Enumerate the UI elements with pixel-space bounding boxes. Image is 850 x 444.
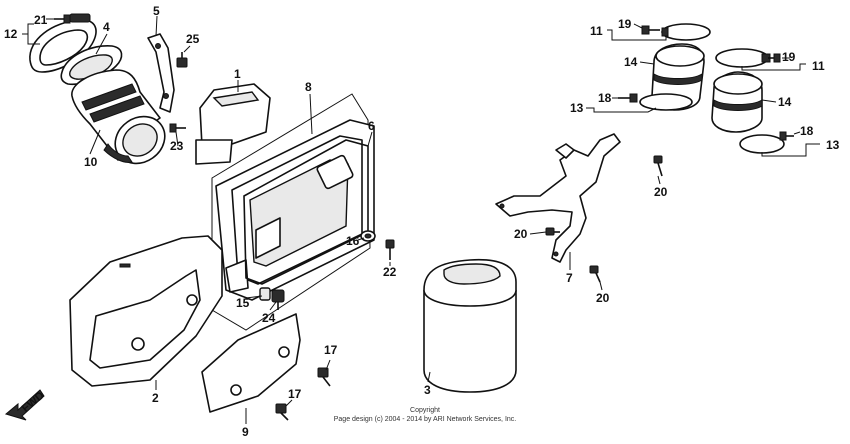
callout-14-left: 14	[624, 55, 638, 69]
part-filter-element-3[interactable]	[423, 258, 517, 393]
screw-18-right[interactable]	[779, 131, 794, 141]
callout-14-right: 14	[778, 95, 792, 109]
callout-labels: 12 21 4 5 25 1 8 6 23 10 16 22 15 24 2 9…	[4, 4, 840, 439]
callout-10: 10	[84, 155, 98, 169]
callout-12: 12	[4, 27, 18, 41]
screw-23[interactable]	[169, 123, 186, 133]
tube-14-right[interactable]	[711, 71, 763, 133]
callout-7: 7	[566, 271, 573, 285]
callout-1: 1	[234, 67, 241, 81]
callout-20-upper: 20	[654, 185, 668, 199]
callout-11-left: 11	[590, 24, 603, 38]
part-tube-gasket[interactable]	[60, 45, 123, 86]
bolt-24[interactable]	[271, 289, 285, 310]
callout-24: 24	[262, 311, 276, 325]
callout-22: 22	[383, 265, 397, 279]
callout-15: 15	[236, 296, 250, 310]
callout-23: 23	[170, 139, 184, 153]
callout-18-right: 18	[800, 124, 814, 138]
collar-15[interactable]	[259, 287, 271, 301]
grommet-16[interactable]	[360, 230, 376, 242]
copyright-credit: Copyright Page design (c) 2004 - 2014 by…	[334, 407, 517, 423]
callout-4: 4	[103, 20, 110, 34]
screw-19-upper-left[interactable]	[641, 25, 660, 35]
bolt-17-lower[interactable]	[275, 403, 289, 421]
callout-9: 9	[242, 425, 249, 439]
callout-20-lower: 20	[596, 291, 610, 305]
part-connecting-tube[interactable]	[71, 69, 174, 173]
callout-5: 5	[153, 4, 160, 18]
part-clamp-band-left[interactable]	[29, 13, 97, 73]
callout-19-left: 19	[618, 17, 632, 31]
callout-6: 6	[368, 119, 375, 133]
band-11-right[interactable]	[715, 48, 771, 68]
band-13-right[interactable]	[739, 134, 785, 154]
band-13-upper-left[interactable]	[639, 93, 693, 111]
part-bracket-5[interactable]	[147, 33, 175, 113]
callout-2: 2	[152, 391, 159, 405]
copyright-line-2: Page design (c) 2004 - 2014 by ARI Netwo…	[334, 416, 517, 423]
callout-17-upper: 17	[324, 343, 338, 357]
callout-17-lower: 17	[288, 387, 302, 401]
screw-20-lower[interactable]	[589, 265, 601, 283]
callout-13-right: 13	[826, 138, 840, 152]
part-air-cleaner-cover-2[interactable]	[69, 235, 223, 387]
callout-18-left: 18	[598, 91, 612, 105]
bolt-25[interactable]	[176, 52, 188, 68]
screw-20-middle[interactable]	[545, 227, 560, 236]
callout-11-right: 11	[812, 59, 825, 73]
part-element-holder-1[interactable]	[195, 83, 271, 165]
copyright-line-1: Copyright	[410, 407, 440, 414]
fwd-arrow-icon: FWD	[4, 389, 47, 421]
callout-25: 25	[186, 32, 200, 46]
callout-19-right: 19	[782, 50, 796, 64]
part-air-cleaner-case-8[interactable]	[211, 93, 375, 331]
callout-13-left: 13	[570, 101, 584, 115]
callout-21: 21	[34, 13, 48, 27]
screw-19-right[interactable]	[768, 53, 781, 63]
callout-20-middle: 20	[514, 227, 528, 241]
part-stay-7[interactable]	[495, 133, 621, 263]
part-side-cover-9[interactable]	[201, 313, 301, 413]
leader-lines	[22, 15, 820, 424]
callout-8: 8	[305, 80, 312, 94]
screw-18-upper-left[interactable]	[618, 93, 638, 103]
callout-3: 3	[424, 383, 431, 397]
band-11-upper-left[interactable]	[661, 23, 711, 41]
bolt-17-upper[interactable]	[317, 367, 331, 387]
screw-20-upper[interactable]	[653, 155, 663, 177]
screw-21[interactable]	[54, 14, 71, 24]
callout-16: 16	[346, 234, 360, 248]
screw-22[interactable]	[385, 239, 395, 260]
